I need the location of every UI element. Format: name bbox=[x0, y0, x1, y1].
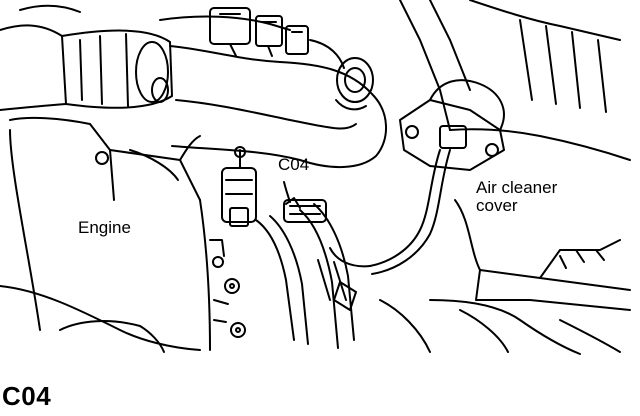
air-cleaner-housing bbox=[399, 0, 631, 355]
air-cleaner-label-line1: Air cleaner bbox=[476, 178, 558, 197]
hose-clamp bbox=[335, 57, 374, 111]
engine-label: Engine bbox=[78, 218, 131, 237]
upper-hose-assembly bbox=[0, 4, 388, 168]
upper-connectors bbox=[209, 7, 345, 69]
air-cleaner-label-line2: cover bbox=[476, 196, 518, 215]
lower-harness-bundle bbox=[255, 199, 357, 349]
lower-right-contour bbox=[379, 299, 621, 353]
engine-block bbox=[9, 116, 211, 351]
lower-engine-contour bbox=[0, 285, 201, 353]
wiring-harness-right bbox=[329, 149, 451, 275]
air-cleaner-cover-label: Air cleaner cover bbox=[476, 179, 557, 215]
engine-bay-line-drawing bbox=[0, 0, 631, 355]
mounting-bolts bbox=[209, 239, 246, 338]
sensor-bracket bbox=[399, 79, 505, 171]
connector-label: C04 bbox=[278, 155, 310, 174]
figure-caption: C04 bbox=[2, 381, 52, 411]
